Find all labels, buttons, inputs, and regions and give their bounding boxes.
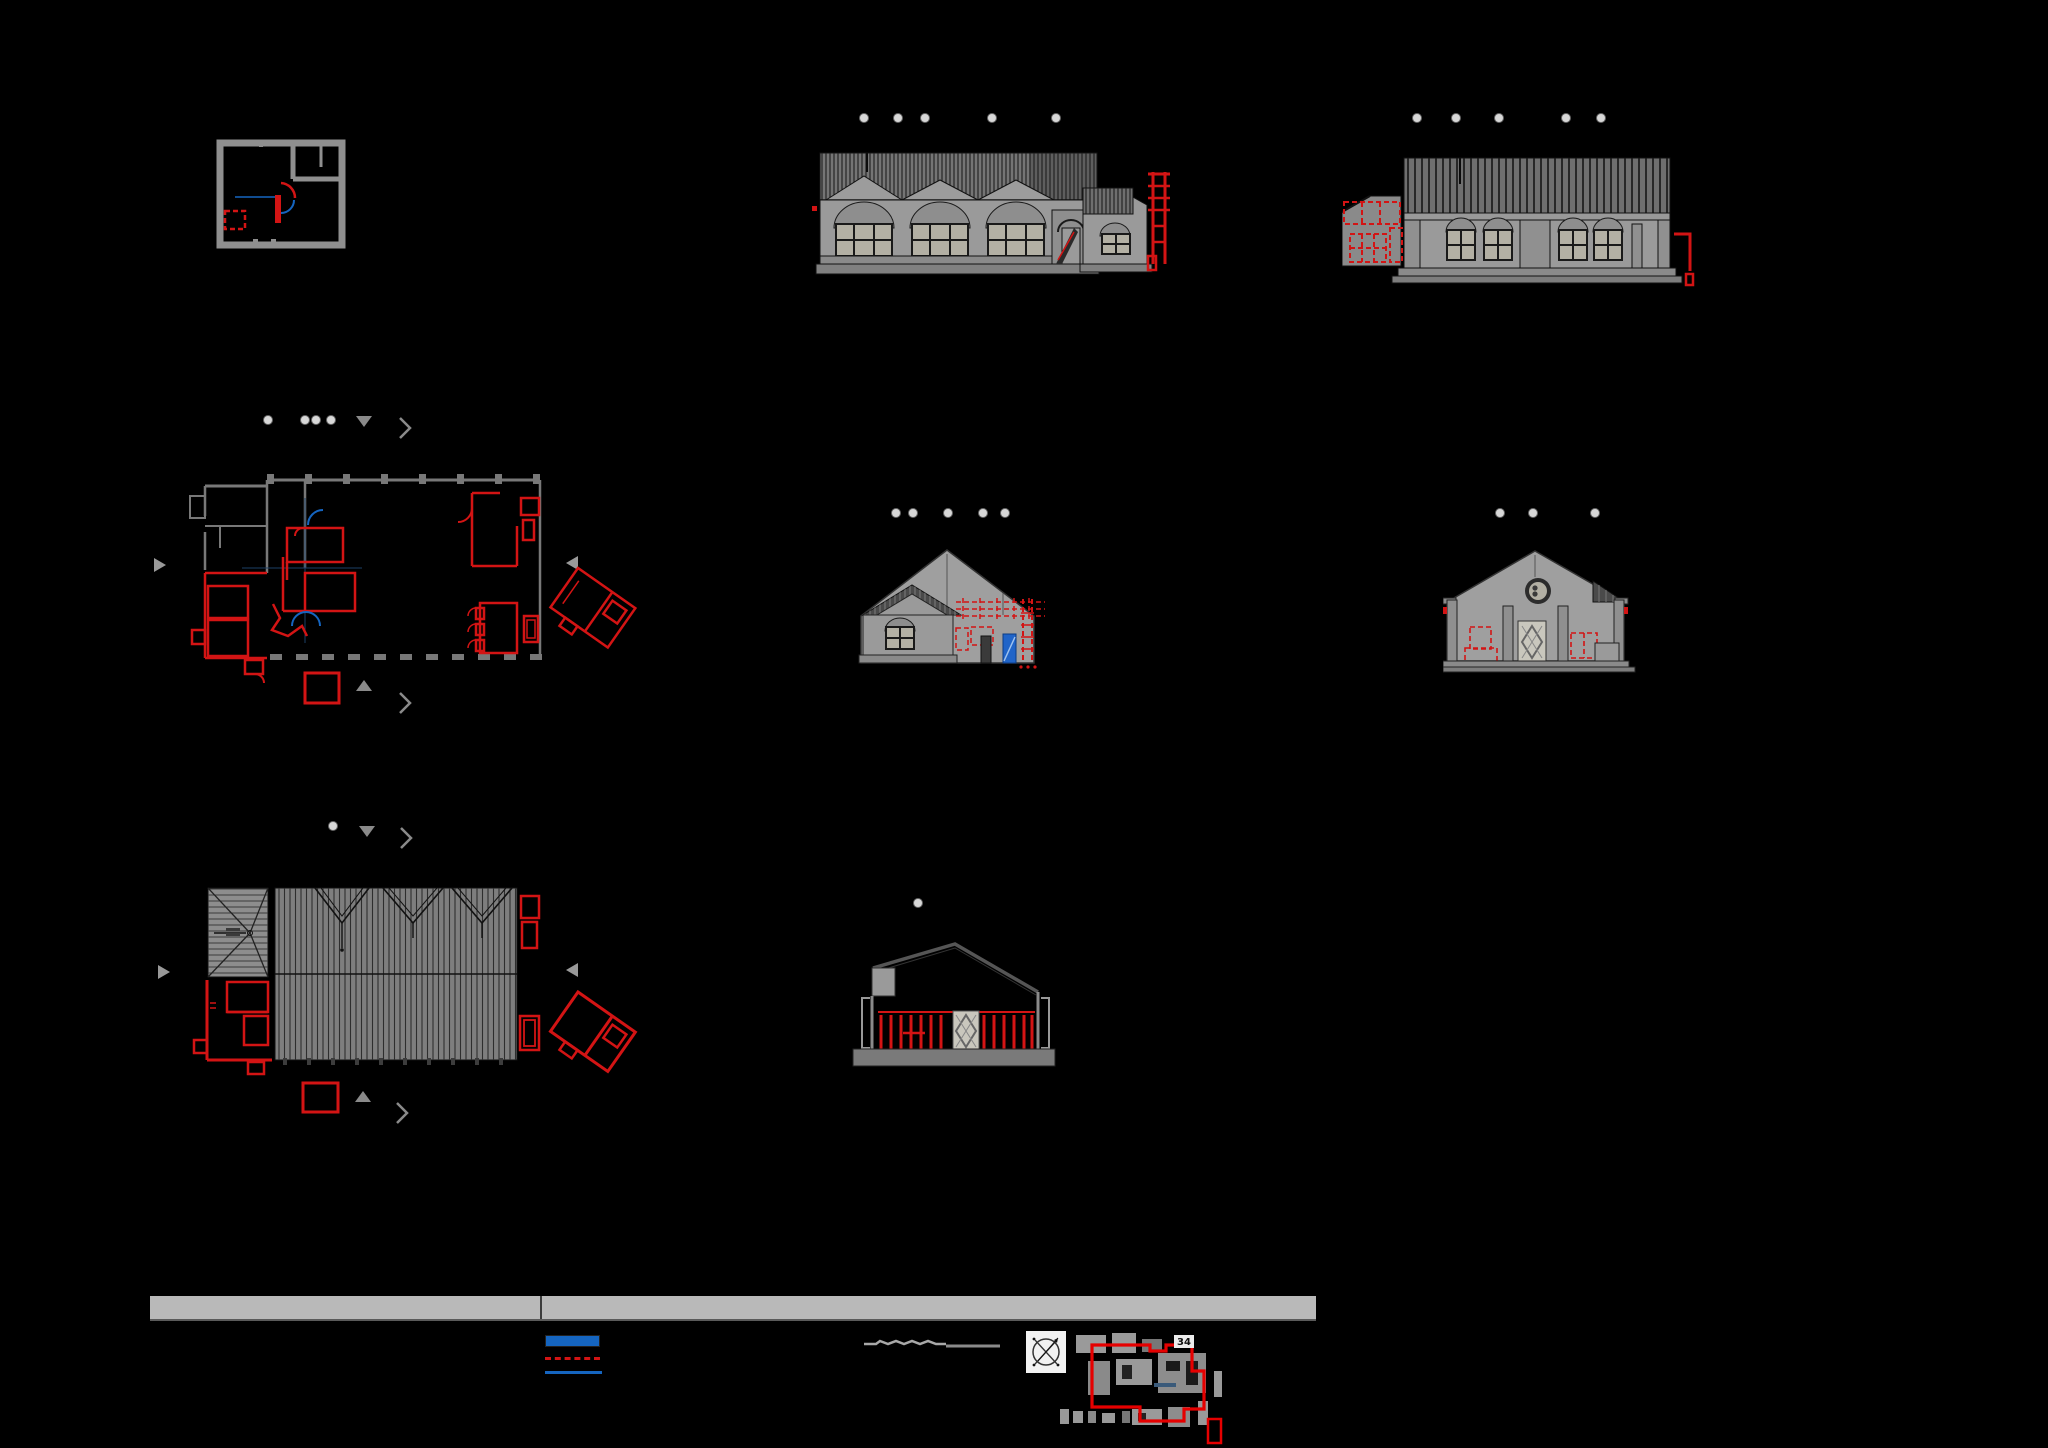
red-tick-right — [1624, 607, 1628, 614]
left-wing — [858, 584, 963, 664]
site-plan-label: 34 — [1177, 1337, 1191, 1348]
red-ladder — [1019, 599, 1037, 669]
section-walls — [861, 992, 1050, 1049]
grid-bubble — [913, 898, 923, 908]
new-roof-red — [192, 980, 272, 1076]
site-key-plan: 34 — [1058, 1331, 1258, 1448]
wall-pilasters — [1443, 597, 1629, 662]
detail-plan-walls — [216, 139, 346, 249]
title-bar — [150, 1296, 1316, 1321]
new-walls-red — [190, 491, 541, 684]
gable-elevation-west — [853, 503, 1088, 673]
site-boundary-red — [1090, 1343, 1206, 1423]
elevation-long-rear — [1342, 106, 1742, 291]
existing-walls — [189, 478, 542, 658]
roof-plan — [150, 820, 695, 1165]
rotated-annex — [548, 989, 638, 1074]
base-slab — [852, 1048, 1056, 1067]
markers-top — [328, 821, 413, 849]
main-wall — [815, 199, 1100, 275]
left-parapet — [871, 967, 896, 997]
hip-roof-left — [207, 887, 269, 978]
legend-blue-line-swatch — [545, 1371, 602, 1374]
section-markers — [154, 416, 578, 714]
entrance-door — [1517, 620, 1547, 662]
north-arrow — [1026, 1331, 1066, 1377]
main-roof — [274, 887, 518, 1065]
red-callout-box — [301, 1081, 340, 1114]
detail-plan-new-walls — [223, 181, 297, 231]
round-window — [1525, 578, 1551, 604]
main-wall — [1391, 217, 1683, 284]
red-bracket — [1674, 232, 1695, 287]
existing-columns — [267, 474, 542, 660]
floor-plan — [150, 408, 695, 718]
grid-bubbles — [1495, 508, 1600, 518]
site-red-parcel — [1206, 1417, 1223, 1445]
red-tick — [812, 206, 817, 211]
doors — [980, 633, 1017, 664]
construction-lines — [242, 498, 362, 643]
squiggle-symbol — [862, 1336, 1012, 1356]
siding-band — [1403, 157, 1671, 221]
rotated-annex — [548, 566, 638, 650]
grid-bubbles — [1412, 113, 1606, 123]
left-annex — [1342, 195, 1403, 267]
legend — [545, 1335, 605, 1374]
elevation-long-front — [812, 106, 1207, 288]
legend-blue-filled-swatch — [545, 1335, 600, 1347]
red-scaffold-grid — [955, 598, 1045, 651]
grid-bubbles — [859, 113, 1061, 123]
red-rects-right — [518, 894, 541, 1052]
right-annex — [1079, 187, 1153, 273]
red-dashed-openings — [1464, 626, 1598, 667]
site-label: 34 — [1174, 1335, 1194, 1348]
red-ladder-structure — [1146, 172, 1170, 272]
center-door — [952, 1010, 980, 1052]
detail-plan-doors — [235, 196, 295, 214]
roof-line — [872, 942, 1039, 996]
title-bar-divider — [540, 1296, 542, 1319]
side-block — [1594, 642, 1620, 662]
detail-plan — [215, 133, 350, 255]
legend-red-dashed-swatch — [545, 1357, 600, 1360]
red-tick-left — [1443, 607, 1447, 614]
gable-elevation-east — [1443, 503, 1688, 673]
base — [1443, 660, 1636, 673]
grid-bubbles — [263, 415, 336, 425]
markers-bottom — [158, 963, 578, 1124]
grid-bubbles — [891, 508, 1010, 518]
blue-doors — [291, 509, 324, 627]
building-section — [845, 893, 1105, 1108]
red-callout-box — [303, 671, 341, 705]
